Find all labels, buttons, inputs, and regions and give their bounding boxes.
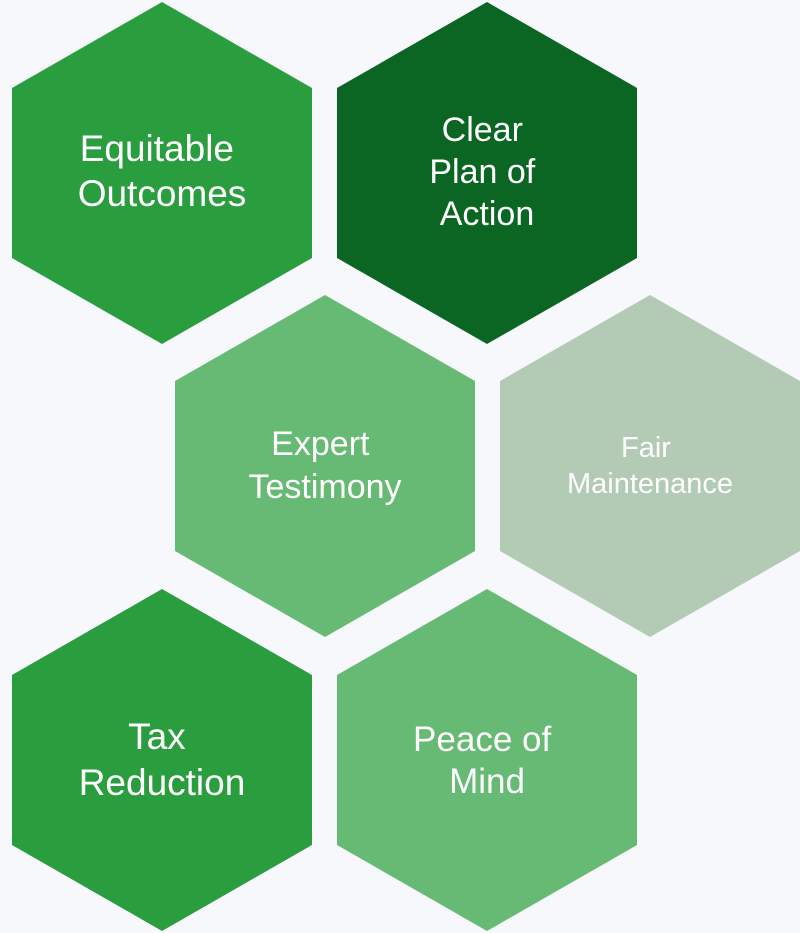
hexagon-peace-of-mind: Peace of Mind	[337, 589, 637, 931]
hexagon-expert-testimony: Expert Testimony	[175, 295, 475, 637]
hexagon-clear-plan-of-action: Clear Plan of Action	[337, 2, 637, 344]
hexagon-label: Fair Maintenance	[567, 432, 733, 500]
hexagon-label: Peace of Mind	[413, 720, 561, 801]
hexagon-shape	[12, 589, 312, 931]
hexagon-shape	[337, 589, 637, 931]
hexagon-equitable-outcomes: Equitable Outcomes	[12, 2, 312, 344]
hexagon-label: Equitable Outcomes	[78, 128, 247, 214]
hexagon-shape	[337, 2, 637, 344]
hexagon-shape	[175, 295, 475, 637]
hexagon-shape	[500, 295, 800, 637]
hexagon-label: Expert Testimony	[248, 425, 401, 506]
hexagon-label: Clear Plan of Action	[429, 111, 544, 233]
hexagon-shape	[12, 2, 312, 344]
hexagon-fair-maintenance: Fair Maintenance	[500, 295, 800, 637]
hexagon-tax-reduction: Tax Reduction	[12, 589, 312, 931]
hexagon-label: Tax Reduction	[79, 716, 246, 803]
